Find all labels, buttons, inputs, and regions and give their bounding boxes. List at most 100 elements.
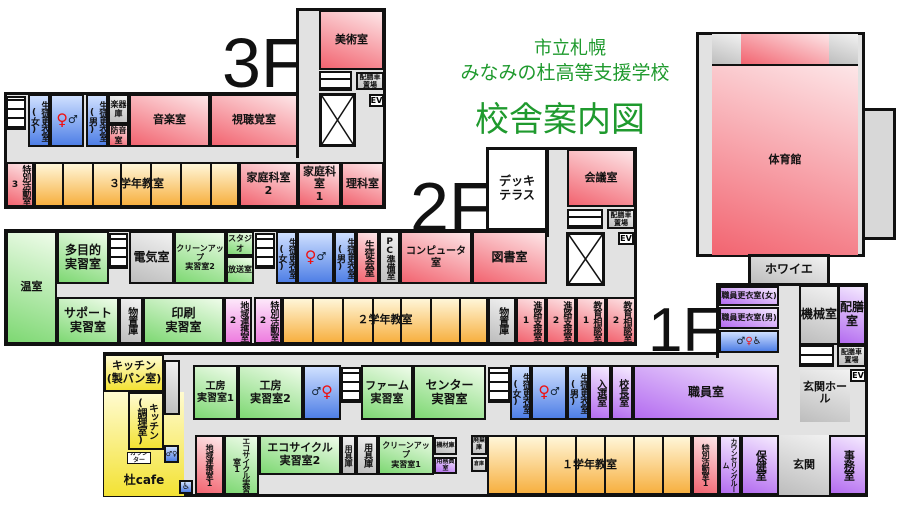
restroom: ♀♂: [297, 231, 334, 284]
room-studio: スタジオ: [226, 231, 254, 256]
room-cart-storage: 配膳車 置場: [837, 345, 866, 367]
room-machine: 機械室: [799, 285, 839, 345]
void-atrium: [319, 93, 356, 147]
room-counseling: カウンセリングルーム: [719, 435, 741, 495]
void-atrium: [566, 232, 605, 286]
room-student-locker-female: 生徒更衣室(女): [28, 94, 50, 147]
wheelchair-icon: ♿: [179, 480, 193, 494]
room-waste-storage: 廃棄庫: [471, 435, 487, 455]
cafe-restroom-icon: ♂♀: [164, 445, 179, 463]
room-grade1-classrooms: １学年教室: [487, 435, 692, 495]
room-computer: コンピュータ室: [400, 231, 472, 284]
gym-storage: [829, 34, 858, 64]
elevator: EV: [618, 232, 634, 245]
room-science: 理科室: [341, 162, 384, 207]
staff-restroom: ♂♀♿: [719, 330, 779, 353]
room-kitchen-cooking: キッチン(調理室): [128, 392, 164, 450]
restroom: ♂♀: [303, 365, 341, 420]
female-restroom-icon: ♀: [56, 110, 68, 130]
room-tool-storage: 用具庫: [341, 435, 356, 475]
restroom: ♀♂: [531, 365, 567, 420]
room-regional-liaison-2: 地域連携室2: [224, 297, 252, 344]
room-cleanup-1: クリーンアップ 実習室1: [378, 435, 434, 475]
room-tool-storage: 用具庫: [356, 435, 378, 475]
room-ecocycle-2: エコサイクル 実習室2: [259, 435, 341, 475]
room-library: 図書室: [472, 231, 547, 284]
restroom: ♀♂: [50, 94, 84, 147]
room-principal: 校長室: [611, 365, 633, 420]
female-restroom-icon: ♀: [538, 382, 550, 402]
female-restroom-icon: ♀: [321, 382, 333, 402]
stairs: [6, 96, 26, 130]
elevator: EV: [369, 94, 384, 107]
room-office: 事務室: [829, 435, 867, 495]
stairs: [341, 367, 361, 403]
room-meeting: 会議室: [567, 149, 635, 207]
room-home-economics-1: 家庭科室 1: [298, 162, 341, 207]
room-cart-storage: 配膳車 置場: [607, 209, 635, 229]
wall-column: [164, 360, 180, 415]
deck-terrace: デッキ テラス: [486, 147, 548, 231]
female-restroom-icon: ♀: [304, 247, 317, 267]
room-janitor: 用務員室: [434, 457, 457, 474]
male-restroom-icon: ♂: [549, 385, 560, 399]
map-title: 校舎案内図: [475, 100, 645, 140]
room-kitchen-bakery: キッチン (製パン室): [104, 354, 164, 392]
room-student-locker-female: 生徒更衣室(女): [510, 365, 531, 420]
foyer: ホワイエ: [748, 254, 830, 286]
room-electrical: 電気室: [129, 231, 174, 284]
room-center: センター 実習室: [413, 365, 486, 420]
stairs: [255, 233, 275, 269]
male-restroom-icon: ♂: [67, 113, 78, 127]
room-workshop-2: 工房 実習室2: [238, 365, 303, 420]
room-home-economics-2: 家庭科室 2: [239, 162, 298, 207]
room-student-locker-female: 生徒更衣室(女): [276, 231, 297, 284]
room-equipment-storage: 機材庫: [434, 437, 457, 455]
room-career-support-1: 進路支援室1: [516, 297, 546, 344]
room-student-locker-male: 生徒更衣室(男): [567, 365, 589, 420]
room-multipurpose: 多目的 実習室: [57, 231, 109, 284]
room-staff: 職員室: [633, 365, 779, 420]
female-restroom-icon: ♀: [745, 335, 753, 347]
room-instrument-storage: 楽器庫: [108, 94, 129, 124]
room-storage: 物置庫: [119, 297, 143, 344]
gym-storage: [712, 34, 741, 64]
gym-hall: 体育館: [712, 64, 858, 255]
wheelchair-icon: ♿: [752, 335, 762, 347]
room-workshop-1: 工房 実習室1: [193, 365, 238, 420]
room-ecocycle-1: エコサイクル実習室1: [224, 435, 259, 495]
stairs: [488, 367, 510, 403]
school-city: 市立札幌: [534, 38, 606, 59]
entrance: 玄関: [779, 435, 829, 495]
room-soundproof: 防音室: [108, 124, 129, 147]
room-regional-liaison-1: 地域連携室1: [195, 435, 224, 495]
room-greenhouse: 温室: [6, 231, 57, 344]
counter: カウンター: [127, 452, 151, 464]
male-restroom-icon: ♂: [736, 335, 746, 347]
room-printing: 印刷 実習室: [143, 297, 224, 344]
school-name: みなみの杜高等支援学校: [460, 62, 670, 84]
stairs: [109, 233, 128, 269]
room-special-activity-3: 特別活動室3: [6, 162, 34, 207]
room-staff-locker-female: 職員更衣室(女): [719, 286, 779, 306]
floor-label-1f: 1F: [648, 296, 721, 365]
room-special-activity-2: 特別活動室2: [254, 297, 282, 344]
room-student-locker-male: 生徒更衣室(男): [86, 94, 108, 147]
room-grade2-classrooms: ２学年教室: [282, 297, 488, 344]
room-farm: ファーム 実習室: [361, 365, 413, 420]
room-serving: 配膳室: [838, 285, 866, 345]
stairs: [799, 345, 834, 367]
room-career-support-2: 進路支援室2: [546, 297, 576, 344]
room-art: 美術室: [319, 10, 384, 70]
room-staff-locker-male: 職員更衣室(男): [719, 307, 779, 329]
room-pc-prep: PC準備室: [379, 231, 400, 284]
stairs: [567, 209, 603, 229]
room-broadcast: 放送室: [226, 256, 254, 284]
room-student-council: 生徒会室: [356, 231, 379, 284]
male-restroom-icon: ♂: [316, 250, 327, 264]
room-education-counsel-2: 教育相談室2: [606, 297, 636, 344]
gym-stage: [741, 34, 829, 64]
room-education-counsel-1: 教育相談室1: [576, 297, 606, 344]
stairs: [319, 71, 352, 91]
